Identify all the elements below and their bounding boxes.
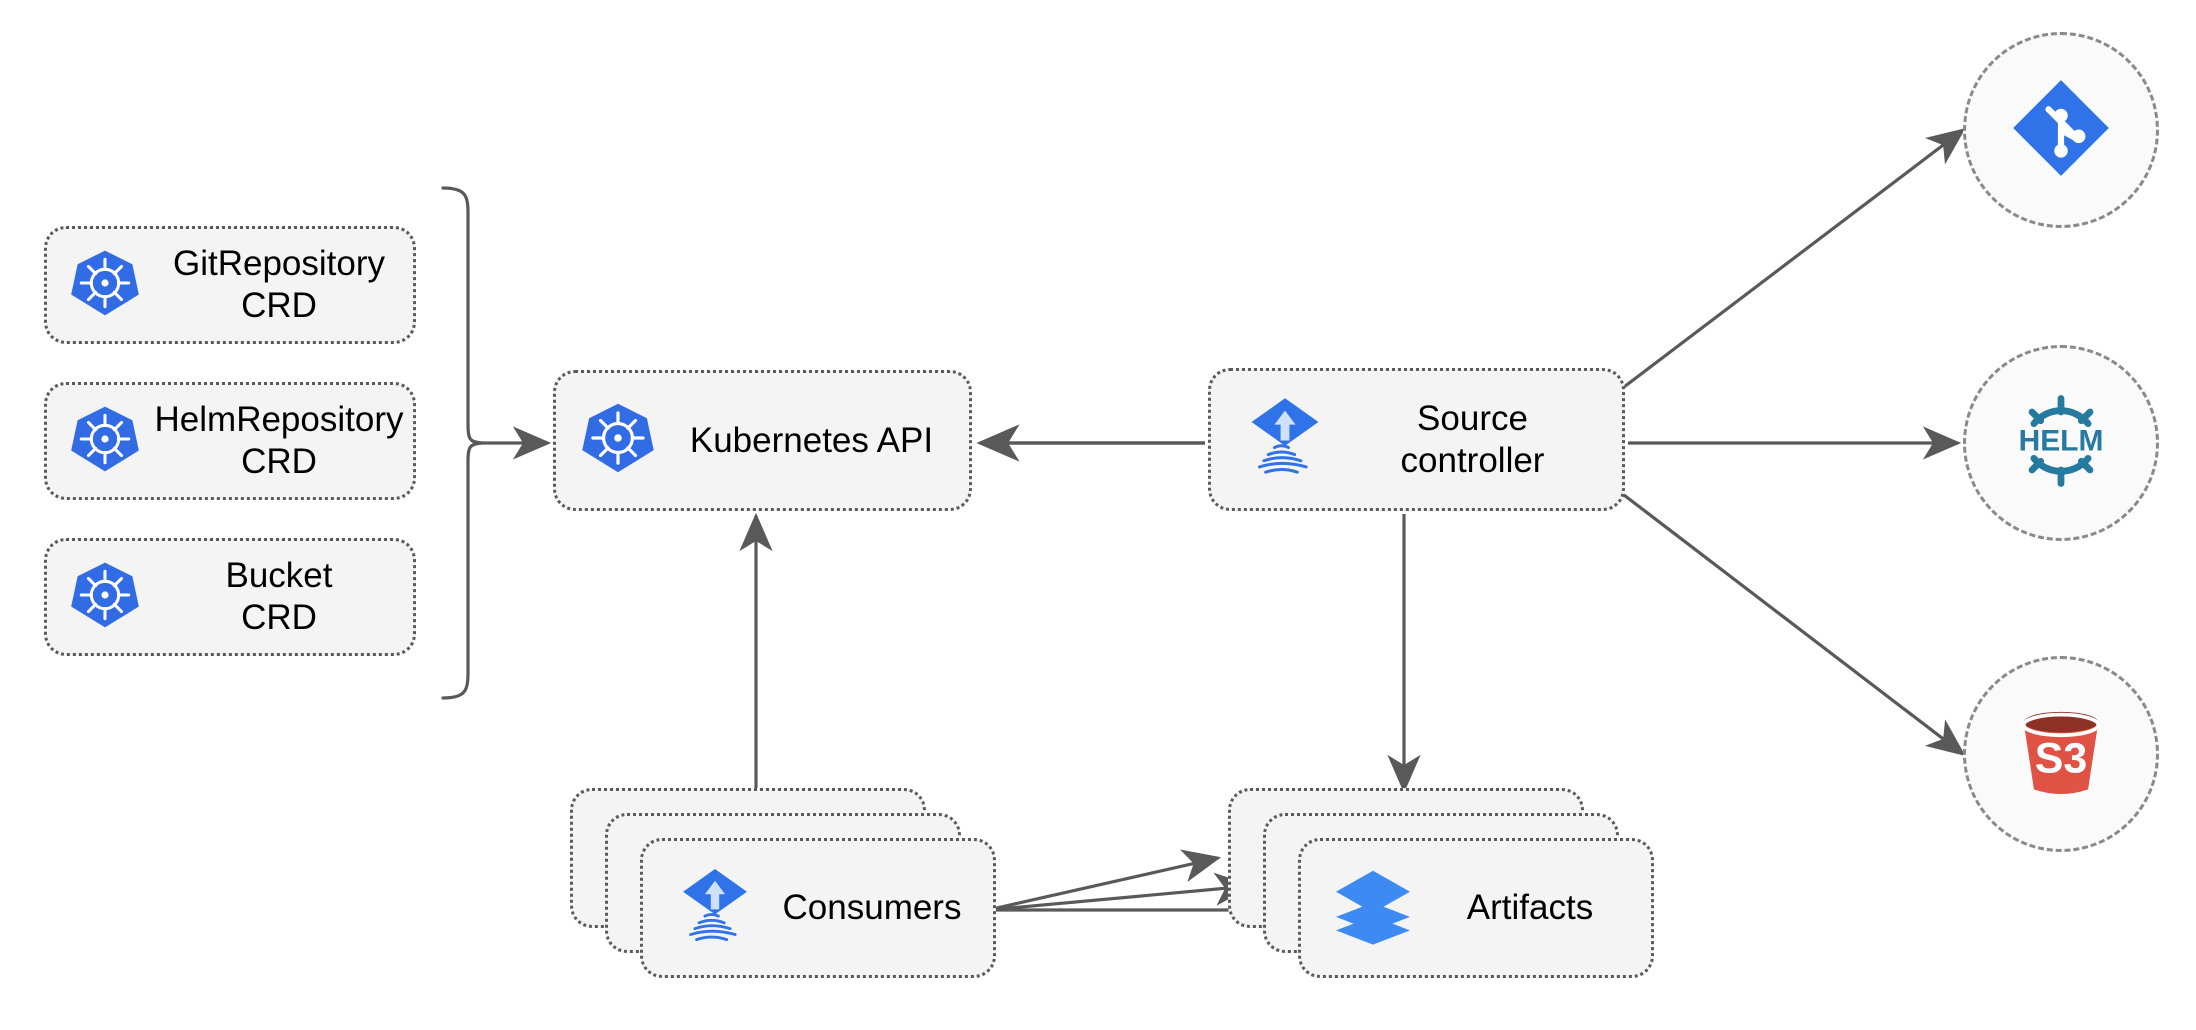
crd-box-helmrepository[interactable]: HelmRepository CRD <box>44 382 416 500</box>
external-helm-source[interactable]: HELM <box>1963 345 2159 541</box>
edge-consumers-to-artifacts-middle <box>987 872 1254 912</box>
kubernetes-icon <box>69 403 141 480</box>
git-icon <box>2009 76 2113 185</box>
helm-icon: HELM <box>2003 383 2119 504</box>
crd-label: Bucket CRD <box>225 556 333 637</box>
crd-label: HelmRepository CRD <box>154 400 404 481</box>
artifacts-label: Artifacts <box>1466 888 1594 927</box>
layers-icon <box>1331 864 1415 953</box>
flux-icon <box>1241 393 1329 486</box>
flux-icon <box>673 864 757 953</box>
source-controller-label: Source controller <box>1400 398 1545 480</box>
source-controller-node[interactable]: Source controller <box>1208 368 1625 511</box>
crd-box-gitrepository[interactable]: GitRepository CRD <box>44 226 416 344</box>
helm-wordmark: HELM <box>2019 424 2104 457</box>
artifacts-node[interactable]: Artifacts <box>1298 838 1654 978</box>
kubernetes-api-label: Kubernetes API <box>689 420 934 460</box>
s3-bucket-icon: S3 <box>2005 696 2117 813</box>
crd-label: GitRepository CRD <box>172 244 386 325</box>
s3-wordmark: S3 <box>2035 734 2088 782</box>
kubernetes-api-node[interactable]: Kubernetes API <box>553 370 972 511</box>
consumers-stack[interactable]: Consumers <box>570 788 996 988</box>
crd-box-bucket[interactable]: Bucket CRD <box>44 538 416 656</box>
edge-source-controller-to-git <box>1619 128 1966 392</box>
kubernetes-icon <box>69 559 141 636</box>
edge-source-controller-to-s3 <box>1619 490 1966 756</box>
external-s3-source[interactable]: S3 <box>1963 656 2159 852</box>
consumers-label: Consumers <box>782 888 962 927</box>
consumers-node[interactable]: Consumers <box>640 838 996 978</box>
edge-consumers-to-artifacts-back <box>987 849 1222 912</box>
crd-group-brace <box>441 186 484 700</box>
artifacts-stack[interactable]: Artifacts <box>1228 788 1654 988</box>
kubernetes-icon <box>69 247 141 324</box>
kubernetes-icon <box>580 400 656 481</box>
external-git-source[interactable] <box>1963 32 2159 228</box>
